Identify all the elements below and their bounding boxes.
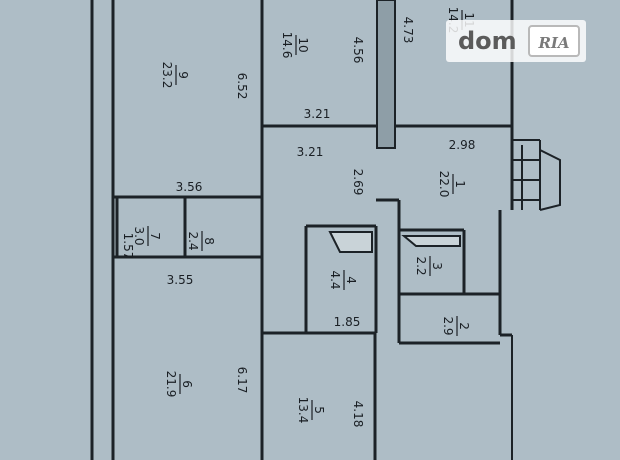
svg-text:6: 6 [180,380,194,388]
svg-text:2.2: 2.2 [414,256,428,275]
room-9-label: 9 23.2 [160,62,190,89]
room-5-label: 5 13.4 [296,397,326,424]
dim-room9-width: 3.56 [176,180,203,194]
svg-text:21.9: 21.9 [164,371,178,398]
dim-hall-right: 2.98 [449,138,476,152]
svg-text:7: 7 [148,232,162,240]
svg-text:4.4: 4.4 [328,270,342,289]
room-10-label: 10 14.6 [280,32,310,59]
svg-text:2.4: 2.4 [186,231,200,250]
walls [90,0,514,460]
svg-text:2.9: 2.9 [441,316,455,335]
dim-room6-length: 6.17 [235,367,249,394]
svg-text:10: 10 [296,37,310,52]
svg-text:3: 3 [430,262,444,270]
svg-text:23.2: 23.2 [160,62,174,89]
svg-text:3.0: 3.0 [132,226,146,245]
svg-text:1: 1 [453,180,467,188]
room-3-label: 3 2.2 [414,256,444,276]
room-6-label: 6 21.9 [164,371,194,398]
plumbing-fixtures [328,231,461,253]
svg-text:8: 8 [202,237,216,245]
dimension-labels: 6.52 4.56 4.73 3.21 3.21 2.98 2.69 3.56 … [121,17,475,428]
room-8-label: 8 2.4 [186,231,216,251]
dim-hall-width: 3.21 [297,145,324,159]
dim-room10-length: 4.56 [351,37,365,64]
dim-closet-depth: 1.57 [121,233,135,260]
room-7-label: 7 3.0 [132,226,162,246]
svg-text:4: 4 [344,276,358,284]
dim-room11-length: 4.73 [401,17,415,44]
dim-room4-width: 1.85 [334,315,361,329]
svg-text:14.6: 14.6 [280,32,294,59]
svg-text:9: 9 [176,71,190,79]
sink-icon [401,235,461,247]
svg-text:13.4: 13.4 [296,397,310,424]
room-4-label: 4 4.4 [328,270,358,290]
watermark-logo: RIA [528,25,580,57]
dim-room9-length: 6.52 [235,73,249,100]
entrance-stairs [511,139,561,460]
room-1-label: 1 22.0 [437,171,467,198]
dim-room5-length: 4.18 [351,401,365,428]
svg-text:5: 5 [312,406,326,414]
dim-room6-width: 3.55 [167,273,194,287]
dim-room10-width: 3.21 [304,107,331,121]
dim-hall-height: 2.69 [351,169,365,196]
svg-text:22.0: 22.0 [437,171,451,198]
room10-11-partition [376,0,396,149]
bathtub-icon [328,231,373,253]
svg-text:2: 2 [457,322,471,330]
room-labels: 1 22.0 2 2.9 3 2.2 4 4.4 5 13.4 6 21.9 [132,7,476,424]
room-2-label: 2 2.9 [441,316,471,336]
watermark-site-text: dom [458,27,517,55]
